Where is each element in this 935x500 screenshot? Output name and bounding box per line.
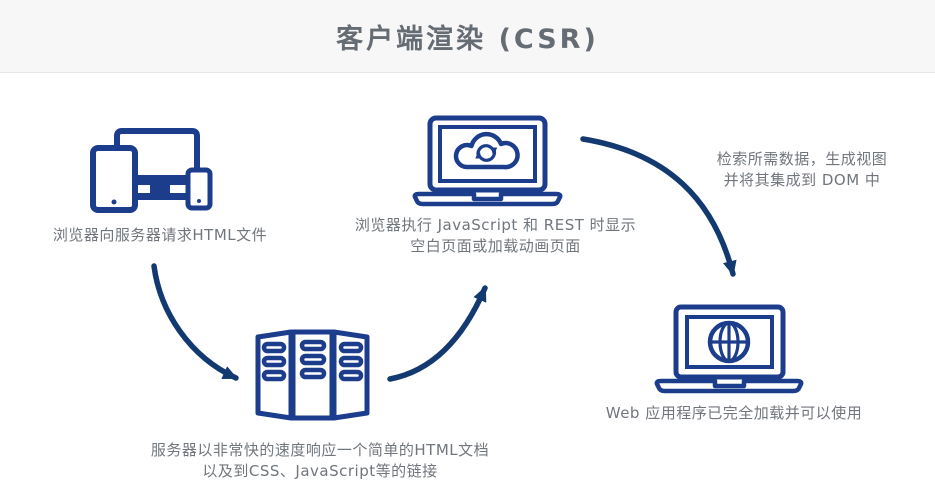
monitor-stand-stem	[150, 185, 170, 194]
sync-arrow-bottom	[475, 148, 497, 162]
caption-dom-line1: 检索所需数据，生成视图	[716, 150, 888, 168]
laptop-base	[654, 378, 804, 394]
caption-server-line1: 服务器以非常快的速度响应一个简单的HTML文档	[150, 441, 490, 459]
caption-app-ready-text: Web 应用程序已完全加载并可以使用	[605, 404, 863, 422]
title-bar: 客户端渲染 (CSR)	[0, 0, 935, 73]
monitor-bottom-bar	[133, 175, 192, 185]
caption-loading-line2: 空白页面或加载动画页面	[410, 237, 581, 255]
step-ready-figure	[653, 300, 808, 395]
step-request-figure	[88, 118, 218, 214]
caption-app-ready: Web 应用程序已完全加载并可以使用	[588, 403, 880, 424]
caption-request: 浏览器向服务器请求HTML文件	[30, 225, 290, 246]
globe-icon	[707, 320, 751, 364]
caption-dom-line2: 并将其集成到 DOM 中	[723, 171, 881, 189]
laptop-globe-icon	[654, 304, 804, 394]
phone-home-dot	[197, 199, 201, 203]
arrow-request-to-server	[151, 263, 239, 381]
caption-request-text: 浏览器向服务器请求HTML文件	[52, 226, 268, 244]
tablet-home-dot	[111, 199, 117, 205]
page-title: 客户端渲染 (CSR)	[336, 23, 599, 55]
server-slots	[261, 339, 364, 382]
responsive-devices-icon	[90, 128, 213, 213]
step-loading-figure	[408, 113, 568, 208]
laptop-cloud-sync-icon	[412, 115, 563, 207]
step-server-figure	[255, 329, 370, 421]
caption-browser-loading: 浏览器执行 JavaScript 和 REST 时显示 空白页面或加载动画页面	[348, 215, 643, 257]
cloud-icon	[453, 131, 520, 170]
caption-server-line2: 以及到CSS、JavaScript等的链接	[202, 462, 438, 480]
laptop-base	[412, 191, 563, 207]
caption-dom-integration: 检索所需数据，生成视图 并将其集成到 DOM 中	[678, 149, 926, 191]
monitor-outline	[114, 128, 200, 174]
caption-server-response: 服务器以非常快的速度响应一个简单的HTML文档 以及到CSS、JavaScrip…	[130, 440, 510, 482]
arrow-server-to-browser	[387, 285, 488, 382]
tablet-icon	[90, 145, 138, 213]
caption-loading-line1: 浏览器执行 JavaScript 和 REST 时显示	[354, 216, 637, 234]
phone-icon	[185, 167, 213, 211]
monitor-stand-base	[133, 193, 192, 200]
server-rack-icon	[255, 329, 370, 421]
